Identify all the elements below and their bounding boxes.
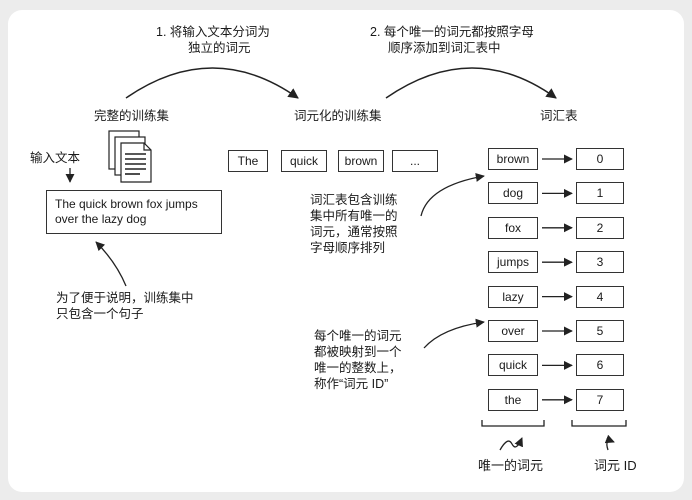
- vocab-token-id: 1: [576, 182, 624, 205]
- step1-line1: 1. 将输入文本分词为: [156, 25, 270, 39]
- step2-arc-arrow: [385, 67, 557, 99]
- vocab-token: jumps: [488, 251, 538, 274]
- input-text-label: 输入文本: [30, 151, 81, 165]
- tokenized-token: ...: [392, 150, 438, 172]
- unique-tokens-label: 唯一的词元: [478, 458, 544, 473]
- vocab-note-line2: 集中所有唯一的: [310, 209, 398, 223]
- input-sentence-box: The quick brown fox jumps over the lazy …: [46, 190, 222, 234]
- vocab-note-line3: 词元，通常按照: [310, 225, 398, 239]
- step1-line2: 独立的词元: [188, 41, 251, 55]
- vocab-token-id: 5: [576, 320, 624, 342]
- token-ids-bracket: [571, 420, 627, 427]
- vocab-note-line1: 词汇表包含训练: [310, 193, 398, 207]
- vocab-token: the: [488, 388, 538, 411]
- vocab-note-line4: 字母顺序排列: [310, 241, 386, 255]
- id-note-line1: 每个唯一的词元: [314, 329, 402, 343]
- unique-tokens-squiggle: [499, 437, 523, 451]
- step2-line2: 顺序添加到词汇表中: [388, 41, 501, 55]
- sentence-note-line1: 为了便于说明，训练集中: [56, 291, 194, 305]
- input-sentence-line1: The quick brown fox jumps: [55, 197, 198, 211]
- tokenized-token: brown: [338, 150, 384, 172]
- vocab-token: lazy: [488, 285, 538, 308]
- input-sentence-line2: over the lazy dog: [55, 212, 147, 226]
- id-note-line3: 唯一的整数上，: [314, 361, 402, 375]
- full-training-set-label: 完整的训练集: [94, 109, 170, 123]
- vocab-token-id: 3: [576, 251, 624, 274]
- vocab-token-id: 2: [576, 216, 624, 239]
- vocab-token: quick: [488, 354, 538, 377]
- vocabulary-label: 词汇表: [540, 109, 578, 123]
- tokenized-token: quick: [281, 150, 327, 172]
- step2-line1: 2. 每个唯一的词元都按照字母: [370, 25, 534, 39]
- diagram-canvas: 1. 将输入文本分词为 独立的词元 2. 每个唯一的词元都按照字母 顺序添加到词…: [8, 10, 684, 492]
- vocab-note-arrow: [420, 172, 485, 217]
- tokenized-training-set-label: 词元化的训练集: [294, 109, 382, 123]
- step1-arc-arrow: [125, 67, 299, 99]
- vocab-token: brown: [488, 148, 538, 170]
- vocab-token: fox: [488, 216, 538, 239]
- token-ids-label: 词元 ID: [594, 458, 637, 473]
- id-note-line4: 称作“词元 ID”: [314, 377, 389, 391]
- document-stack-icon: [108, 130, 152, 183]
- vocab-token: dog: [488, 182, 538, 205]
- vocab-token-id: 4: [576, 285, 624, 308]
- vocab-token-id: 0: [576, 148, 624, 170]
- vocab-token: over: [488, 320, 538, 342]
- unique-tokens-bracket: [481, 420, 545, 427]
- id-note-arrow: [423, 318, 485, 349]
- vocab-token-id: 7: [576, 388, 624, 411]
- sentence-note-arrow: [95, 241, 127, 287]
- tokenized-token: The: [228, 150, 268, 172]
- token-ids-squiggle: [604, 434, 615, 451]
- vocab-token-id: 6: [576, 354, 624, 377]
- id-note-line2: 都被映射到一个: [314, 345, 402, 359]
- sentence-note-line2: 只包含一个句子: [56, 307, 144, 321]
- arrows-layer: [65, 67, 627, 451]
